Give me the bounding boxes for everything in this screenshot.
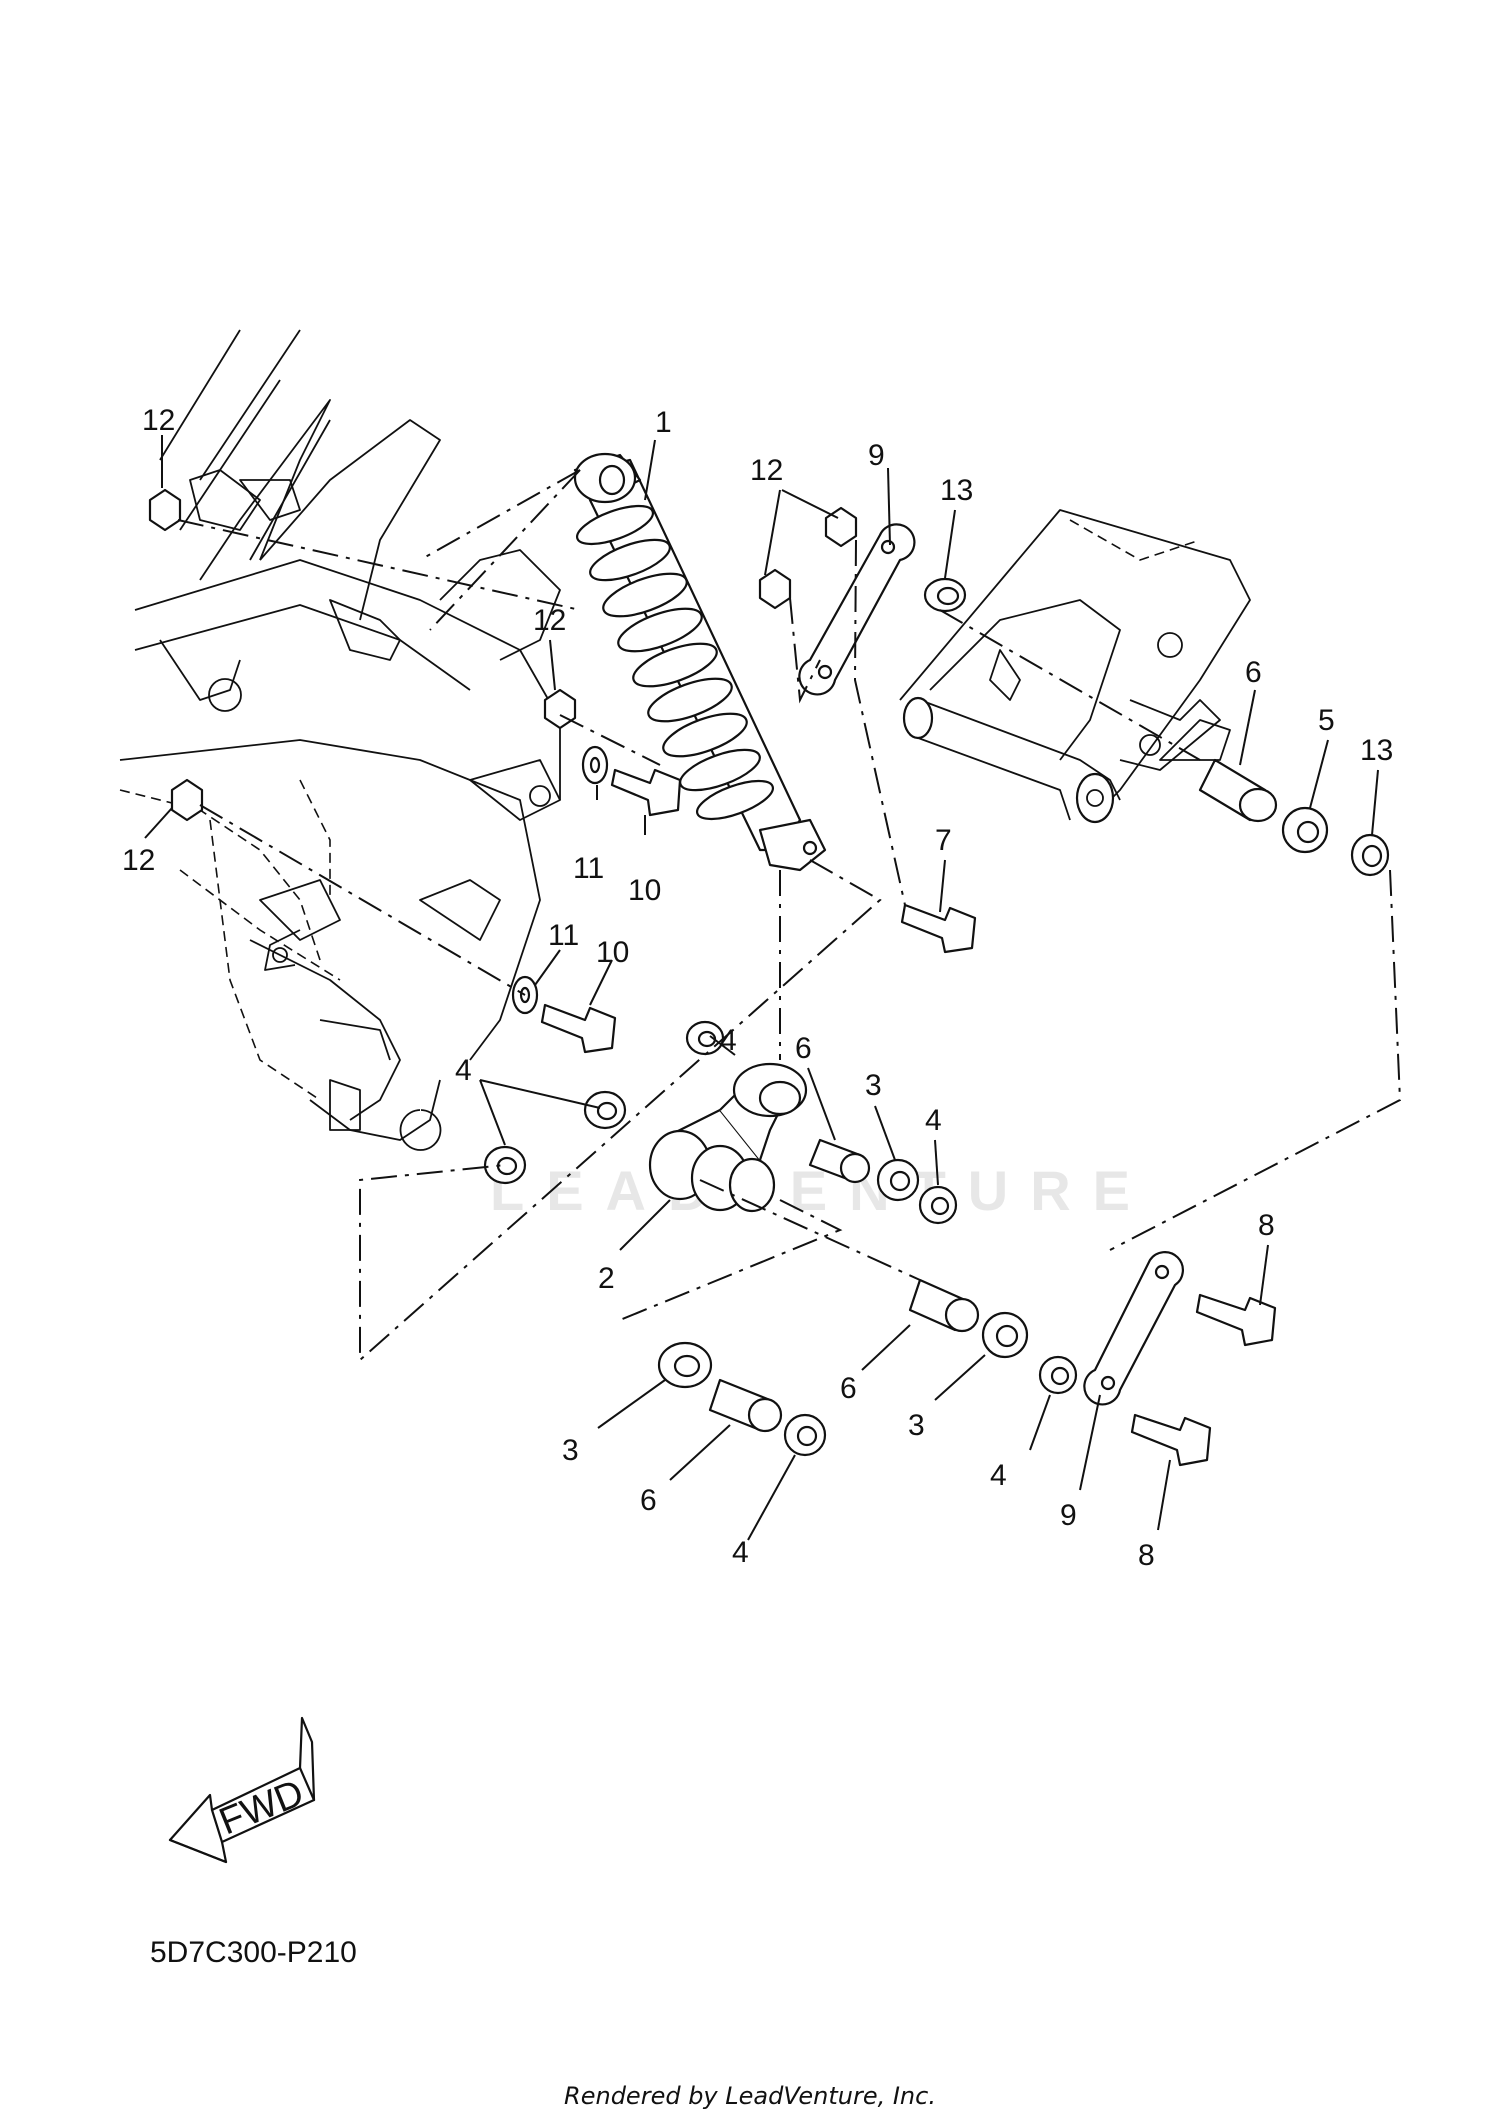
seal-4-c [685,1020,725,1056]
callout-12-top-center: 12 [750,454,783,487]
swingarm-outline [899,509,1251,824]
callout-11-lower: 11 [548,919,579,952]
callout-6-lower-left: 6 [640,1484,657,1517]
callout-12-top-left: 12 [142,404,175,437]
callout-6-relay: 6 [795,1032,812,1065]
seal-4-e [1038,1355,1078,1395]
callout-4-center: 4 [720,1024,737,1057]
center-lines [177,469,1402,1363]
relay-arm [648,1062,808,1213]
callout-9-top: 9 [868,439,885,472]
callout-9-lower: 9 [1060,1499,1077,1532]
seal-4-d [918,1185,958,1225]
bolt-7 [900,903,977,954]
callout-10-upper: 10 [628,874,661,907]
seal-4-a [483,1145,527,1185]
callout-2: 2 [598,1262,615,1295]
callout-3-relay: 3 [865,1069,882,1102]
callout-8-upper: 8 [1258,1209,1275,1242]
callout-4-left: 4 [455,1054,472,1087]
callout-12-left: 12 [122,844,155,877]
bearing-3-a [876,1158,920,1202]
callout-13-top: 13 [940,474,973,507]
seal-4-f [783,1413,827,1457]
callout-1: 1 [655,406,672,439]
nut-12-a [148,488,182,532]
callout-8-lower: 8 [1138,1539,1155,1572]
frame-outline [119,329,561,1151]
diagram-code: 5D7C300-P210 [150,1936,357,1969]
callout-11-upper: 11 [573,852,604,885]
callout-4-lower-right: 4 [990,1459,1007,1492]
nut-12-e [170,778,204,822]
callout-labels: 1 12 12 9 13 12 12 11 10 7 11 10 4 4 6 3… [122,404,1393,1572]
hardware [148,488,1390,1467]
plate-9-lower [1083,1251,1184,1406]
callout-12-mid: 12 [533,604,566,637]
callout-6-swingarm: 6 [1245,656,1262,689]
shock-absorber [573,452,827,872]
render-credit: Rendered by LeadVenture, Inc. [564,2082,936,2110]
callout-6-lower-right: 6 [840,1372,857,1405]
callout-10-lower: 10 [596,936,629,969]
seal-4-b [583,1090,627,1130]
bearing-3-c [657,1341,713,1389]
watermark: LEADVENTURE [490,1159,1152,1222]
bolt-10-b [540,1003,617,1054]
plate-9-upper [798,523,916,696]
washer-11-a [581,745,609,785]
leader-lines [144,435,1379,1541]
callout-13-swingarm: 13 [1360,734,1393,767]
bolt-8-b [1130,1413,1212,1467]
bolt-8-a [1195,1293,1277,1347]
callout-3-lower-left: 3 [562,1434,579,1467]
bearing-3-b [981,1311,1029,1359]
fwd-label: FWD [214,1772,310,1843]
callout-5: 5 [1318,704,1335,737]
callout-7: 7 [935,824,952,857]
nut-12-d [824,506,858,548]
seal-13-b [1350,833,1390,877]
callout-4-relay: 4 [925,1104,942,1137]
fwd-arrow: FWD [168,1716,316,1864]
nut-12-b [543,688,577,730]
bolt-10-a [610,768,682,817]
bearing-5 [1281,806,1329,854]
callout-3-lower-right: 3 [908,1409,925,1442]
nut-12-c [758,568,792,610]
callout-4-lower-left: 4 [732,1536,749,1569]
